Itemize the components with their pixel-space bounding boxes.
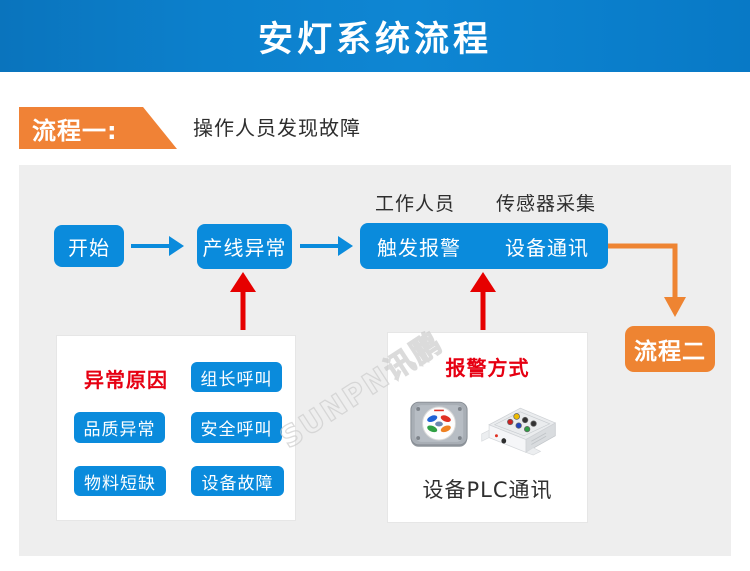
step-one-description: 操作人员发现故障 bbox=[193, 116, 361, 140]
arrow-up-icon bbox=[470, 272, 496, 330]
cause-panel: 异常原因 组长呼叫 品质异常 安全呼叫 物料短缺 设备故障 bbox=[56, 335, 296, 521]
cause-item-quality: 品质异常 bbox=[74, 412, 165, 443]
step-one-label: 流程一: bbox=[32, 116, 118, 145]
flow-node-trigger-wrap: 工作人员 传感器采集 触发报警 设备通讯 bbox=[360, 192, 608, 269]
arrow-up-icon bbox=[230, 272, 256, 330]
alarm-device-images bbox=[388, 393, 587, 459]
arrow-right-icon bbox=[300, 236, 353, 256]
cause-item-safety-call: 安全呼叫 bbox=[191, 412, 282, 443]
arrow-elbow-down-icon bbox=[608, 243, 686, 317]
sensor-source-label: 传感器采集 bbox=[495, 193, 596, 215]
cause-item-material: 物料短缺 bbox=[74, 466, 166, 496]
plc-communication-box-device-image bbox=[481, 407, 557, 456]
flow-node-line-abnormal: 产线异常 bbox=[197, 224, 292, 269]
device-comm-label: 设备通讯 bbox=[505, 235, 589, 260]
flow-node-trigger: 触发报警 设备通讯 bbox=[360, 223, 608, 269]
trigger-alarm-label: 触发报警 bbox=[377, 235, 461, 260]
trigger-source-labels: 工作人员 传感器采集 bbox=[360, 192, 608, 218]
page-title: 安灯系统流程 bbox=[257, 19, 492, 60]
flow-node-next-step: 流程二 bbox=[625, 326, 715, 372]
alarm-panel-caption: 设备PLC通讯 bbox=[422, 478, 553, 502]
arrow-right-icon bbox=[131, 236, 184, 256]
cause-panel-title: 异常原因 bbox=[84, 368, 168, 392]
alarm-panel: 报警方式 bbox=[387, 332, 588, 523]
manual-source-label: 工作人员 bbox=[375, 193, 456, 215]
andon-call-button-device-image bbox=[410, 401, 468, 447]
header: 安灯系统流程 bbox=[0, 0, 750, 72]
flow-panel: 开始 产线异常 工作人员 传感器采集 触发报警 设备通讯 bbox=[19, 165, 731, 556]
cause-item-equipment: 设备故障 bbox=[191, 466, 284, 496]
step-one-flag: 流程一: bbox=[19, 107, 177, 149]
cause-item-leader-call: 组长呼叫 bbox=[191, 362, 282, 392]
flow-node-start: 开始 bbox=[54, 225, 124, 267]
alarm-panel-title: 报警方式 bbox=[445, 356, 530, 380]
